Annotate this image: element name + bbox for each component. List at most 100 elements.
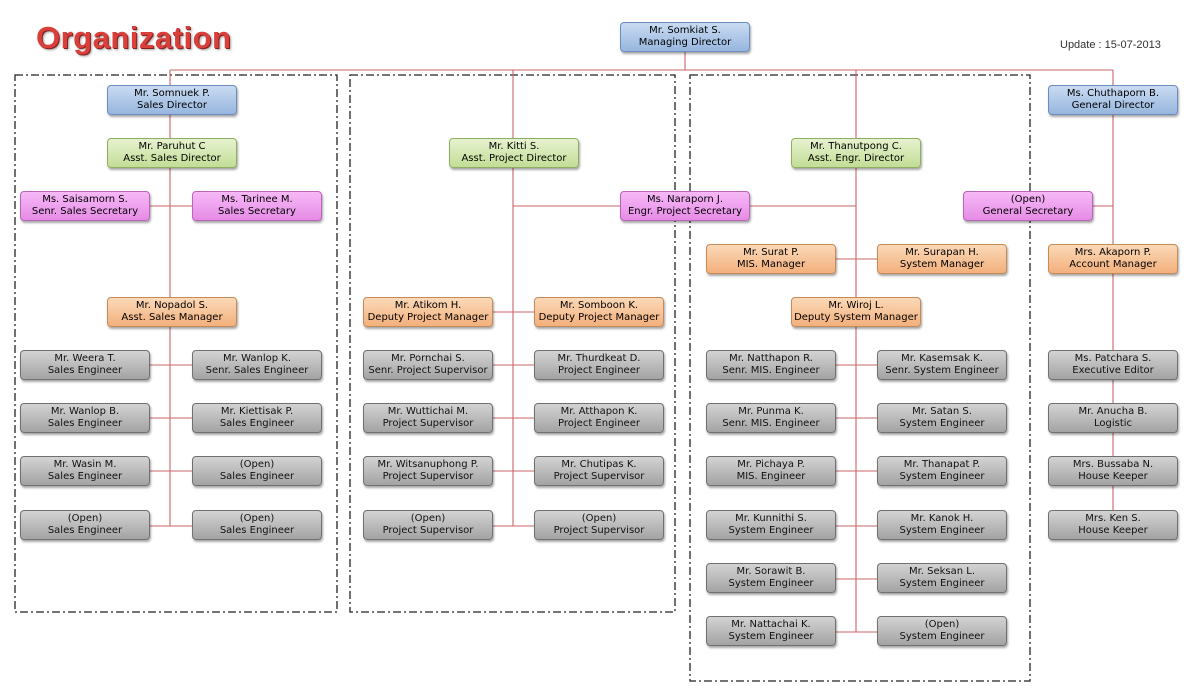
node-name: Mr. Somnuek P. [134,88,210,99]
node-title: MIS. Manager [736,259,806,270]
org-node-dsm: Mr. Wiroj L.Deputy System Manager [791,297,921,327]
node-title: Sales Engineer [219,525,295,536]
node-title: General Director [1071,100,1155,111]
org-node-sss: Ms. Saisamorn S.Senr. Sales Secretary [20,191,150,221]
org-node-g1: Ms. Patchara S.Executive Editor [1048,350,1178,380]
org-node-g2: Mr. Anucha B.Logistic [1048,403,1178,433]
org-node-e6: Mr. Thanapat P.System Engineer [877,456,1007,486]
node-name: (Open) [924,619,960,630]
node-title: House Keeper [1078,471,1148,482]
node-name: Ms. Patchara S. [1074,353,1152,364]
node-title: System Engineer [899,471,985,482]
node-name: Mr. Atikom H. [394,300,462,311]
node-title: Engr. Project Secretary [627,206,743,217]
node-name: Mrs. Bussaba N. [1072,459,1154,470]
org-node-e12: (Open)System Engineer [877,616,1007,646]
org-node-e2: Mr. Kasemsak K.Senr. System Engineer [877,350,1007,380]
org-node-s2: Mr. Wanlop K.Senr. Sales Engineer [192,350,322,380]
node-title: Asst. Sales Manager [121,312,223,323]
node-title: Project Engineer [558,365,640,376]
org-node-aed: Mr. Thanutpong C.Asst. Engr. Director [791,138,921,168]
org-node-p5: Mr. Witsanuphong P.Project Supervisor [363,456,493,486]
node-name: Mr. Kiettisak P. [220,406,294,417]
org-node-p3: Mr. Wuttichai M.Project Supervisor [363,403,493,433]
node-name: Mr. Natthapon R. [729,353,813,364]
engineering-group [689,74,1031,682]
node-name: (Open) [239,513,275,524]
node-name: (Open) [1010,194,1046,205]
org-node-mis: Mr. Surat P.MIS. Manager [706,244,836,274]
org-node-acc: Mrs. Akaporn P.Account Manager [1048,244,1178,274]
node-name: Mrs. Akaporn P. [1074,247,1152,258]
node-title: Project Supervisor [382,525,474,536]
node-title: Logistic [1093,418,1133,429]
node-title: Project Supervisor [382,418,474,429]
node-name: Mr. Wiroj L. [828,300,884,311]
node-name: Mrs. Ken S. [1085,513,1141,524]
org-node-dpm2: Mr. Somboon K.Deputy Project Manager [534,297,664,327]
node-title: Sales Engineer [47,418,123,429]
org-node-s4: Mr. Kiettisak P.Sales Engineer [192,403,322,433]
node-name: Mr. Kanok H. [910,513,974,524]
node-name: Mr. Anucha B. [1078,406,1148,417]
org-node-e1: Mr. Natthapon R.Senr. MIS. Engineer [706,350,836,380]
node-title: Sales Engineer [47,365,123,376]
node-name: Mr. Kasemsak K. [901,353,983,364]
org-node-e10: Mr. Seksan L.System Engineer [877,563,1007,593]
org-node-s7: (Open)Sales Engineer [20,510,150,540]
node-title: General Secretary [982,206,1074,217]
node-name: Ms. Naraporn J. [646,194,724,205]
node-title: System Manager [899,259,985,270]
node-title: Senr. MIS. Engineer [722,365,820,376]
node-name: Mr. Somkiat S. [649,25,721,36]
org-node-p4: Mr. Atthapon K.Project Engineer [534,403,664,433]
node-title: System Engineer [899,578,985,589]
update-date: Update : 15-07-2013 [1060,39,1161,51]
org-node-eps: Ms. Naraporn J.Engr. Project Secretary [620,191,750,221]
node-title: Deputy System Manager [794,312,918,323]
node-name: Mr. Thanapat P. [903,459,981,470]
node-title: System Engineer [728,578,814,589]
node-name: Mr. Seksan L. [908,566,976,577]
org-node-e4: Mr. Satan S.System Engineer [877,403,1007,433]
node-name: Mr. Weera T. [54,353,116,364]
org-node-ss: Ms. Tarinee M.Sales Secretary [192,191,322,221]
node-title: System Engineer [899,631,985,642]
node-name: Mr. Witsanuphong P. [377,459,479,470]
node-title: Deputy Project Manager [367,312,489,323]
node-name: Mr. Wanlop B. [50,406,120,417]
node-name: Mr. Pichaya P. [737,459,805,470]
node-title: Sales Director [137,100,207,111]
node-name: (Open) [239,459,275,470]
org-node-p8: (Open)Project Supervisor [534,510,664,540]
node-name: Mr. Thurdkeat D. [557,353,641,364]
node-title: Managing Director [638,37,732,48]
node-name: Ms. Chuthaporn B. [1066,88,1160,99]
node-title: House Keeper [1078,525,1148,536]
org-node-p2: Mr. Thurdkeat D.Project Engineer [534,350,664,380]
node-name: Mr. Surat P. [743,247,799,258]
org-node-e3: Mr. Punma K.Senr. MIS. Engineer [706,403,836,433]
node-name: (Open) [410,513,446,524]
node-name: Mr. Paruhut C [138,141,206,152]
node-title: Senr. Project Supervisor [368,365,488,376]
org-node-apd: Mr. Kitti S.Asst. Project Director [449,138,579,168]
node-name: (Open) [581,513,617,524]
org-node-gs: (Open)General Secretary [963,191,1093,221]
org-node-p1: Mr. Pornchai S.Senr. Project Supervisor [363,350,493,380]
connector-lines [85,52,1114,633]
node-title: MIS. Engineer [736,471,806,482]
node-name: Mr. Wasin M. [53,459,117,470]
org-node-s6: (Open)Sales Engineer [192,456,322,486]
node-title: Asst. Engr. Director [807,153,905,164]
node-title: System Engineer [899,418,985,429]
org-node-gd: Ms. Chuthaporn B.General Director [1048,85,1178,115]
node-title: Project Engineer [558,418,640,429]
node-title: Senr. System Engineer [885,365,999,376]
org-node-e11: Mr. Nattachai K.System Engineer [706,616,836,646]
node-title: Senr. Sales Secretary [31,206,139,217]
org-node-g4: Mrs. Ken S.House Keeper [1048,510,1178,540]
node-title: Senr. MIS. Engineer [722,418,820,429]
org-node-s3: Mr. Wanlop B.Sales Engineer [20,403,150,433]
